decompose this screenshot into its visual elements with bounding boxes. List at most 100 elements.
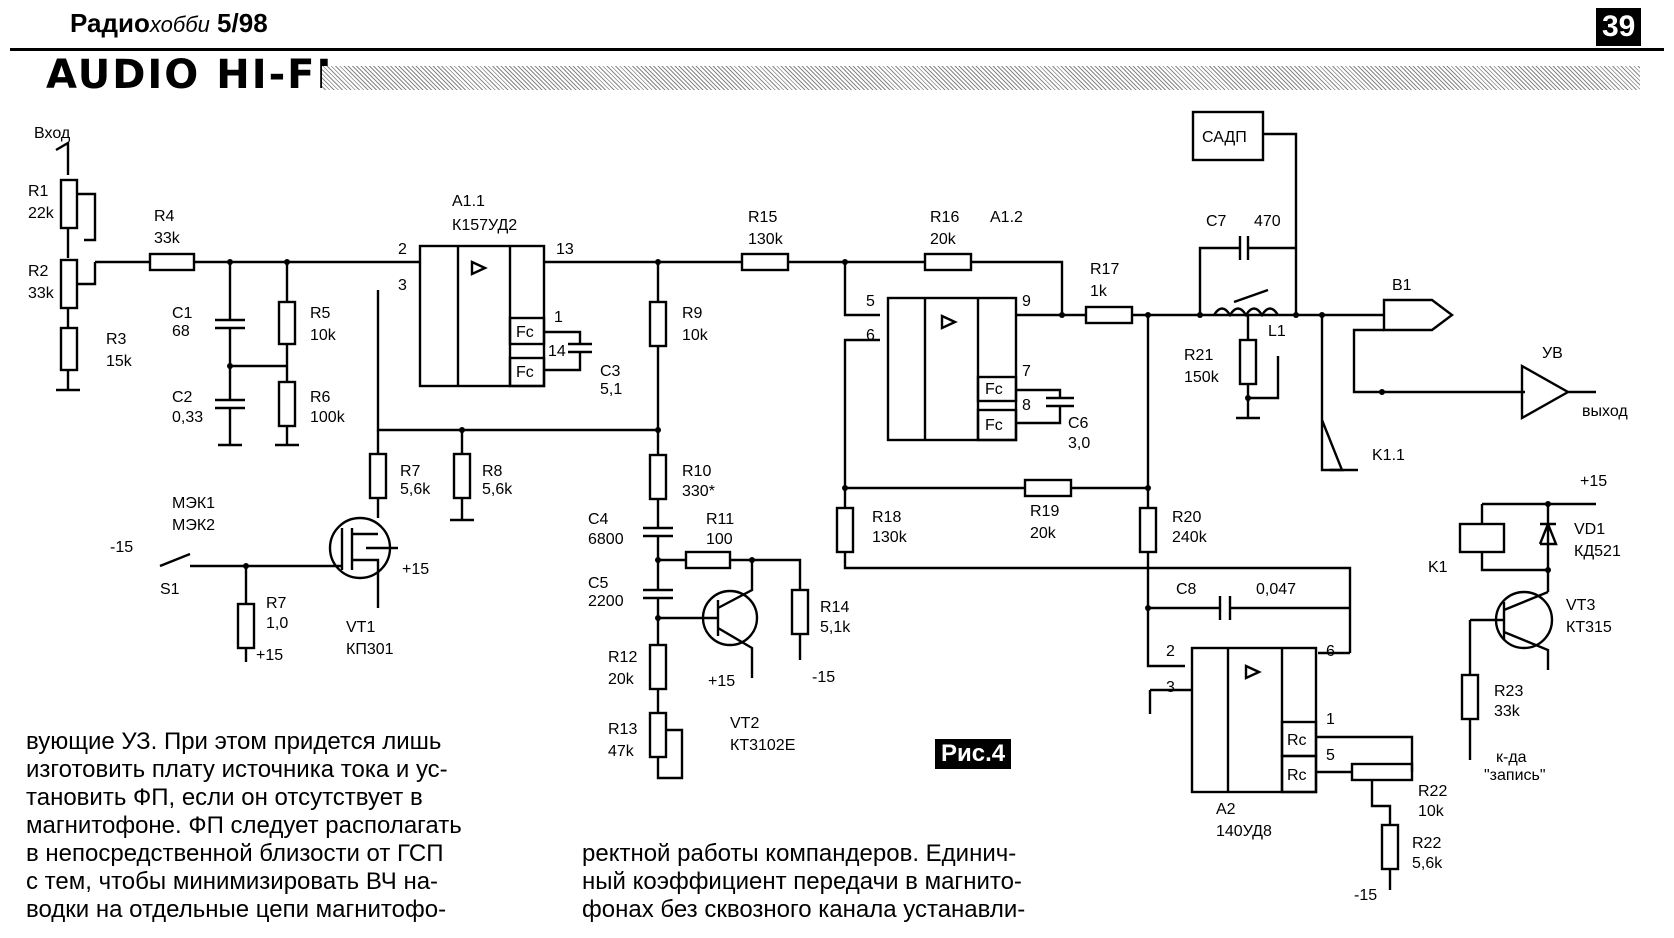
label-s1: S1 xyxy=(160,581,180,598)
label-sadp: САДП xyxy=(1202,129,1247,146)
label-c8: C8 xyxy=(1176,581,1197,598)
label-r17-value: 1k xyxy=(1090,283,1108,300)
label-pin9: 9 xyxy=(1022,293,1031,310)
label-pin6: 6 xyxy=(866,327,875,344)
magazine-suffix: хобби xyxy=(149,12,210,37)
label-vt2: VT2 xyxy=(730,715,759,732)
body-text-right: ректной работы компандеров. Единич- ный … xyxy=(582,840,1102,924)
section-title: AUDIO HI-FI xyxy=(46,52,334,98)
label-r12: R12 xyxy=(608,649,637,666)
label-r9-value: 10k xyxy=(682,327,709,344)
label-r16: R16 xyxy=(930,209,959,226)
label-c3: C3 xyxy=(600,363,621,380)
label-r15: R15 xyxy=(748,209,777,226)
figure-label: Рис.4 xyxy=(935,739,1012,769)
label-rc1: Rc xyxy=(1287,732,1307,749)
section-hatch xyxy=(322,66,1640,90)
label-a12: A1.2 xyxy=(990,209,1023,226)
label-r18-value: 130k xyxy=(872,529,908,546)
label-vd1-type: КД521 xyxy=(1574,543,1621,560)
label-r22b: R22 xyxy=(1412,835,1441,852)
label-a2-pin2: 2 xyxy=(1166,643,1175,660)
label-r3-value: 15k xyxy=(106,353,133,370)
label-a2-type: 140УД8 xyxy=(1216,823,1272,840)
label-minus15: -15 xyxy=(110,539,133,556)
label-pin13: 13 xyxy=(556,241,574,258)
label-c7-value: 470 xyxy=(1254,213,1281,230)
body-text-left: вующие УЗ. При этом придется лишь изгото… xyxy=(26,728,546,924)
header-rule xyxy=(10,48,1664,51)
label-c2-value: 0,33 xyxy=(172,409,203,426)
text-line: с тем, чтобы минимизировать ВЧ на- xyxy=(26,868,439,895)
label-r10: R10 xyxy=(682,463,711,480)
label-r23-value: 33k xyxy=(1494,703,1521,720)
label-input: Вход xyxy=(34,125,71,142)
label-b1: B1 xyxy=(1392,277,1412,294)
label-r2: R2 xyxy=(28,263,49,280)
label-plus15-vt1: +15 xyxy=(402,561,429,578)
label-fc4: Fc xyxy=(985,417,1003,434)
label-r7-value: 5,6k xyxy=(400,481,431,498)
label-mek1: МЭК1 xyxy=(172,495,215,512)
label-r7b: R7 xyxy=(266,595,287,612)
label-pin7: 7 xyxy=(1022,363,1031,380)
label-vd1: VD1 xyxy=(1574,521,1605,538)
label-vt2-type: КТ3102Е xyxy=(730,737,795,754)
label-c3-value: 5,1 xyxy=(600,381,622,398)
issue-number: 5/98 xyxy=(217,8,268,38)
label-r6-value: 100k xyxy=(310,409,346,426)
label-rc2: Rc xyxy=(1287,767,1307,784)
label-plus15-vt2: +15 xyxy=(708,673,735,690)
label-a11: A1.1 xyxy=(452,193,485,210)
text-line: тановить ФП, если он отсутствует в xyxy=(26,784,423,811)
label-c6-value: 3,0 xyxy=(1068,435,1090,452)
label-fc1: Fc xyxy=(516,324,534,341)
label-r13: R13 xyxy=(608,721,637,738)
label-plus15: +15 xyxy=(256,647,283,664)
label-pin5: 5 xyxy=(866,293,875,310)
label-vt1-type: КП301 xyxy=(346,641,394,658)
label-r4-value: 33k xyxy=(154,230,181,247)
magazine-header: Радиохобби 5/98 xyxy=(70,8,268,39)
label-record-1: к-да xyxy=(1496,749,1527,766)
text-line: вующие УЗ. При этом придется лишь xyxy=(26,728,442,755)
text-line: ный коэффициент передачи в магнито- xyxy=(582,868,1022,895)
label-a2: A2 xyxy=(1216,801,1236,818)
label-r18: R18 xyxy=(872,509,901,526)
label-plus15-k1: +15 xyxy=(1580,473,1607,490)
label-r8: R8 xyxy=(482,463,503,480)
label-c2: C2 xyxy=(172,389,193,406)
label-fc3: Fc xyxy=(985,381,1003,398)
label-mek2: МЭК2 xyxy=(172,517,215,534)
text-line: водки на отдельные цепи магнитофо- xyxy=(26,896,447,923)
label-k11: K1.1 xyxy=(1372,447,1405,464)
label-r21: R21 xyxy=(1184,347,1213,364)
label-fc2: Fc xyxy=(516,364,534,381)
label-r4: R4 xyxy=(154,208,175,225)
label-k1: K1 xyxy=(1428,559,1448,576)
label-pin2: 2 xyxy=(398,241,407,258)
label-r15-value: 130k xyxy=(748,231,784,248)
label-r5: R5 xyxy=(310,305,331,322)
label-r9: R9 xyxy=(682,305,703,322)
label-r22: R22 xyxy=(1418,783,1447,800)
label-r1: R1 xyxy=(28,183,49,200)
label-r6: R6 xyxy=(310,389,331,406)
text-line: фонах без сквозного канала устанавли- xyxy=(582,896,1026,923)
label-r11: R11 xyxy=(706,511,734,528)
label-c8-value: 0,047 xyxy=(1256,581,1296,598)
label-a2-pin5: 5 xyxy=(1326,747,1335,764)
label-r21-value: 150k xyxy=(1184,369,1220,386)
label-c7: C7 xyxy=(1206,213,1227,230)
label-output: выход xyxy=(1582,403,1628,420)
label-a2-pin3: 3 xyxy=(1166,679,1175,696)
label-minus15-a2: -15 xyxy=(1354,887,1377,904)
label-vt3-type: КТ315 xyxy=(1566,619,1612,636)
label-r17: R17 xyxy=(1090,261,1119,278)
label-r14: R14 xyxy=(820,599,849,616)
label-r14-value: 5,1k xyxy=(820,619,851,636)
label-r13-value: 47k xyxy=(608,743,635,760)
label-r7b-value: 1,0 xyxy=(266,615,288,632)
label-l1: L1 xyxy=(1268,323,1286,340)
